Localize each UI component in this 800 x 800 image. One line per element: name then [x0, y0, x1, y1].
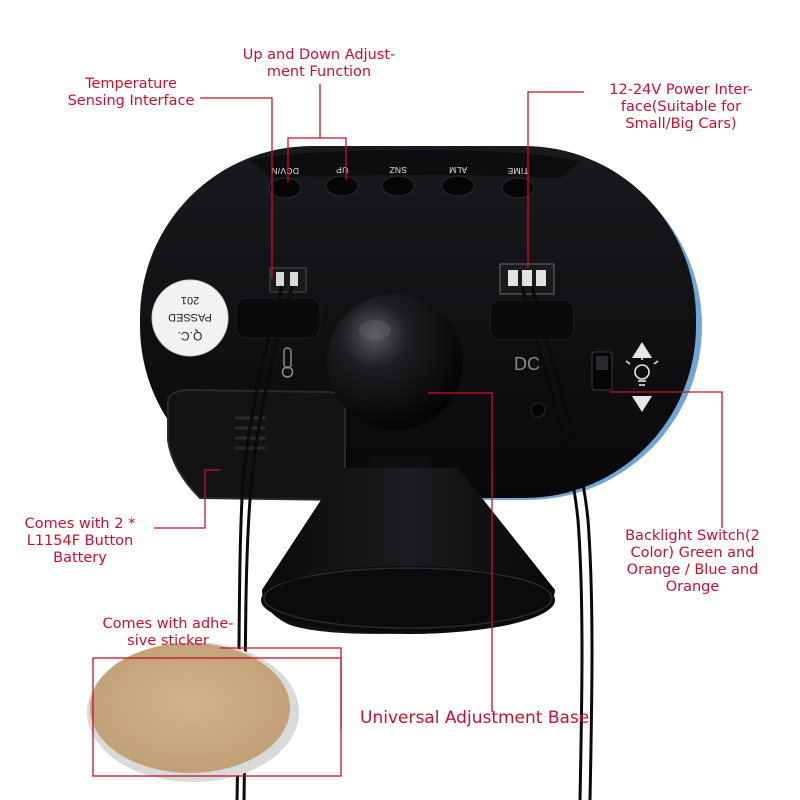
switch-arrows-icon	[632, 342, 652, 412]
button-time-label: TIME	[507, 166, 529, 176]
button-up[interactable]	[325, 175, 359, 197]
top-buttons: DCV/N UP SNZ ALM TIME	[268, 165, 535, 199]
button-snz[interactable]	[381, 175, 415, 197]
button-alm-label: ALM	[449, 165, 467, 175]
backlight-switch[interactable]	[591, 351, 613, 391]
thermometer-icon	[281, 347, 294, 378]
dc-label: DC	[514, 354, 540, 374]
dc-jack	[530, 402, 546, 418]
button-alm[interactable]	[441, 175, 475, 197]
callout-lines	[92, 84, 723, 777]
power-callout: 12-24V Power Inter- face(Suitable for Sm…	[609, 82, 753, 132]
backlight-callout: Backlight Switch(2 Color) Green and Oran…	[625, 528, 760, 595]
base-callout: Universal Adjustment Base	[360, 708, 590, 728]
button-time[interactable]	[501, 177, 535, 199]
button-snz-label: SNZ	[389, 165, 407, 175]
temperature-callout: Temperature Sensing Interface	[67, 76, 195, 109]
up-down-callout: Up and Down Adjust- ment Function	[242, 47, 396, 80]
qc-text: Q.C.	[178, 329, 203, 343]
ball-joint[interactable]	[327, 294, 463, 430]
button-dcvn-label: DCV/N	[271, 166, 299, 176]
qc-sticker: Q.C. PASSED 201	[151, 279, 229, 357]
adjustment-base	[261, 294, 555, 634]
qc-passed-text: PASSED	[168, 311, 212, 323]
button-dcvn[interactable]	[268, 177, 302, 199]
adhesive-sticker	[87, 642, 299, 782]
lightbulb-icon	[625, 356, 659, 386]
battery-callout: Comes with 2 * L1154F Button Battery	[24, 516, 136, 566]
qc-number-text: 201	[181, 294, 199, 306]
sticker-callout: Comes with adhe- sive sticker	[102, 616, 234, 649]
button-up-label: UP	[336, 165, 348, 175]
